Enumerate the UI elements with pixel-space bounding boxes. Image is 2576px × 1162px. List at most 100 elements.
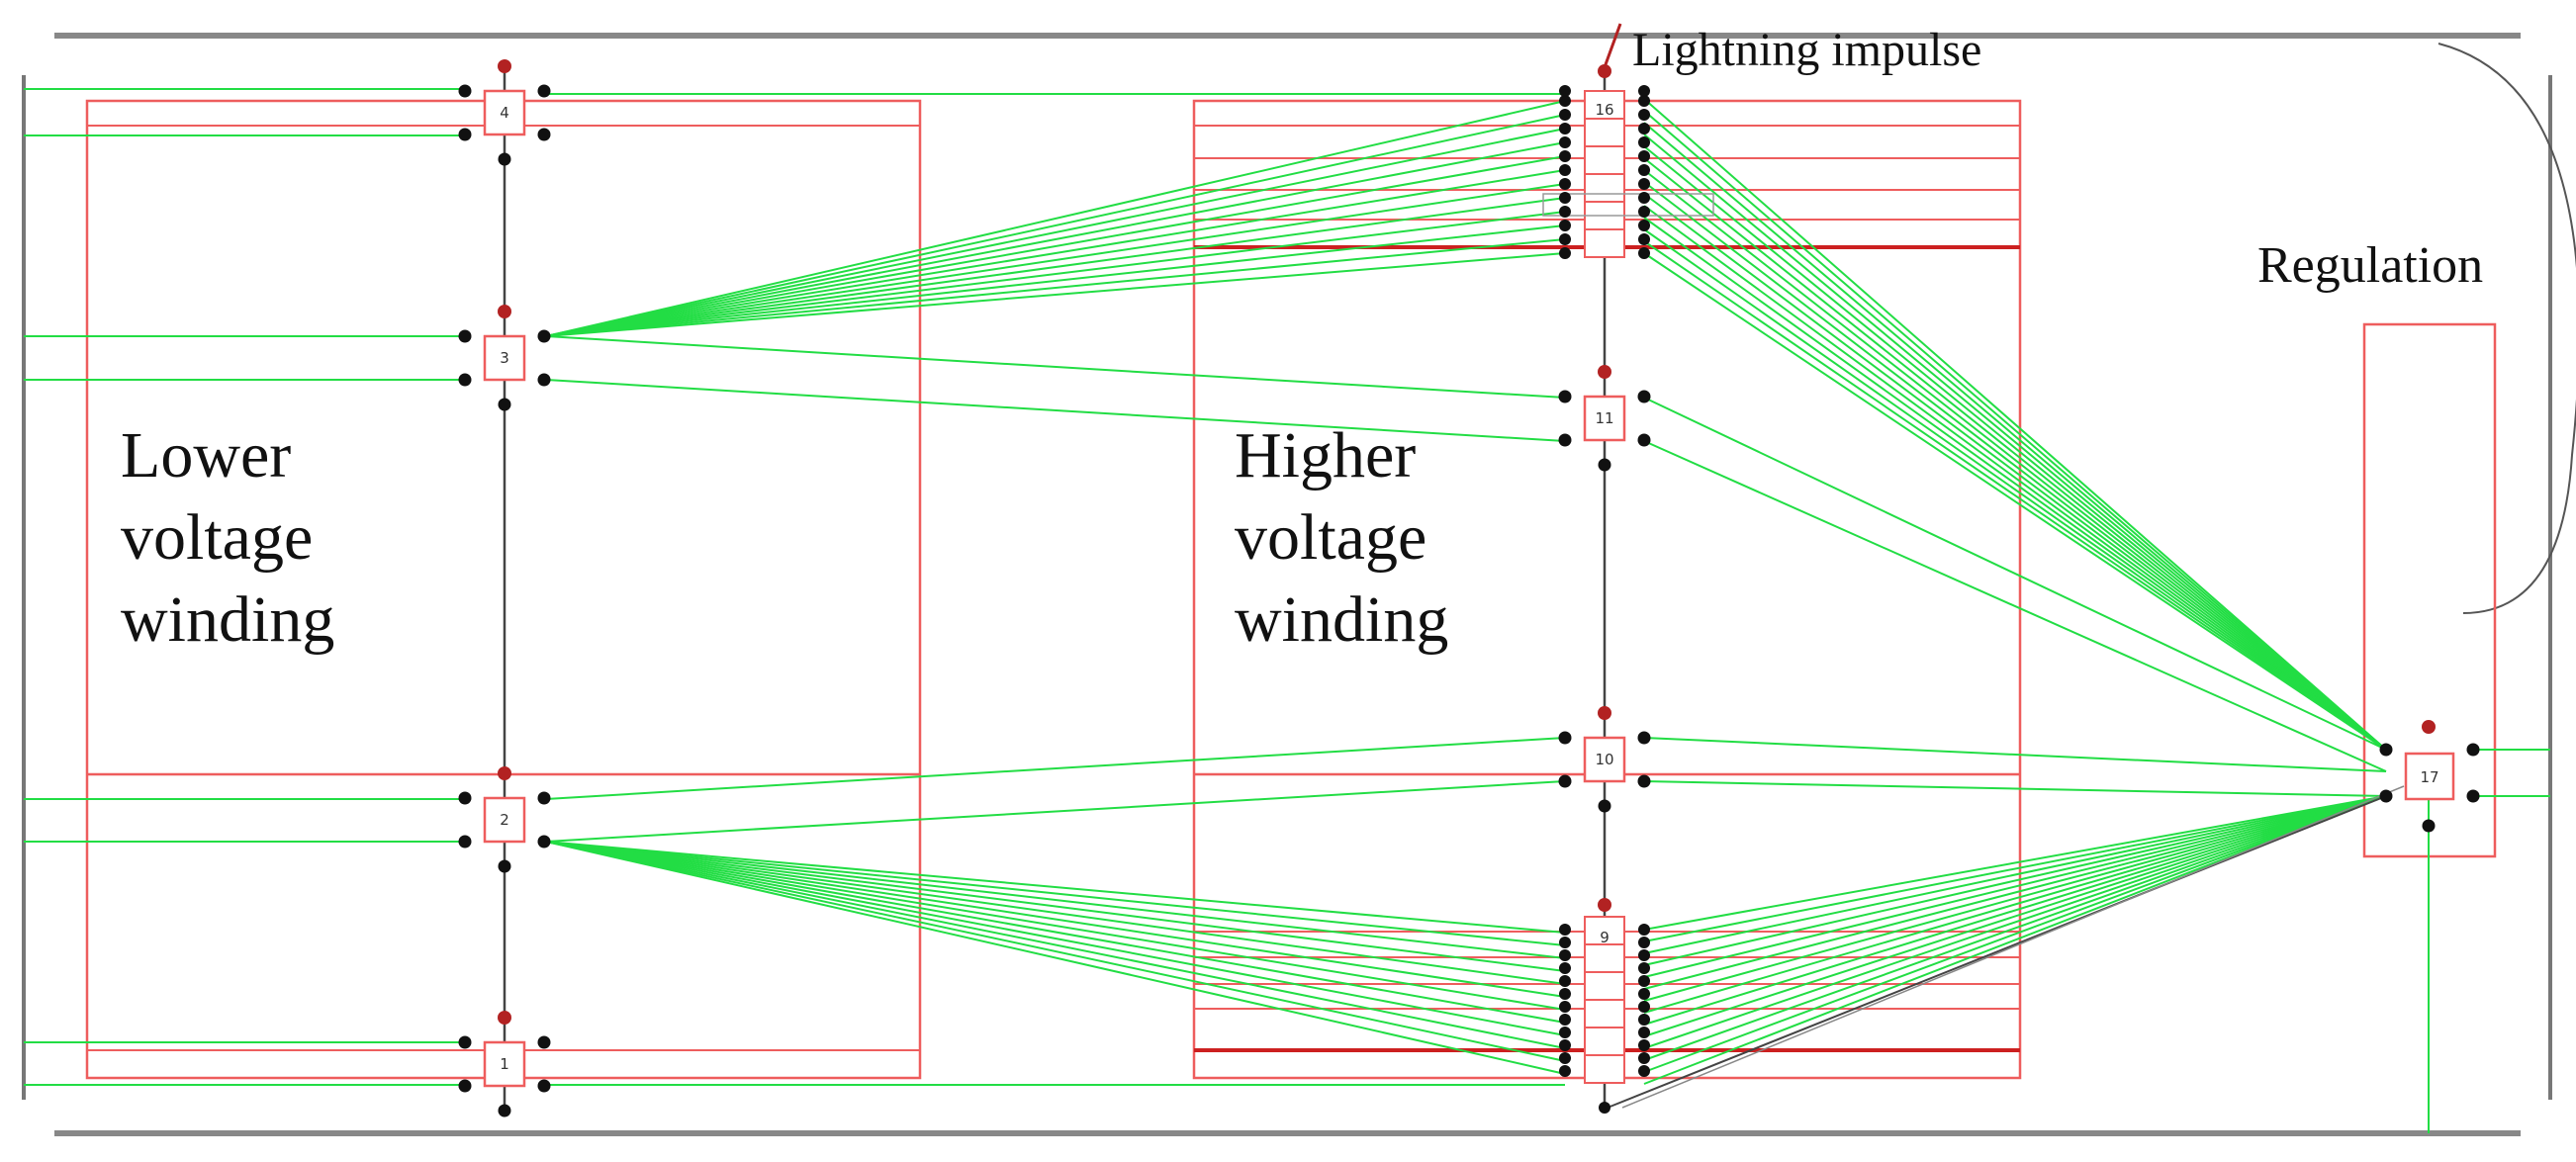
- lv3-to-hv11-a: [545, 335, 1566, 399]
- fan-hvtop-reg-2: [1643, 122, 2387, 751]
- hv-node-11: 11: [1558, 365, 1651, 472]
- lv-node-1-box: [483, 1040, 526, 1088]
- hv-bottom-disc-box-1: [1584, 943, 1625, 973]
- fan-lv3-7: [545, 197, 1566, 337]
- hv-bottom-left-terminal-7: [1559, 1014, 1571, 1026]
- reg-node-17: 17: [2379, 720, 2480, 833]
- lv-node-1: 1: [458, 1011, 551, 1117]
- fan-lv2-11: [545, 841, 1566, 1075]
- hv-bottom-disc-box-3: [1584, 999, 1625, 1028]
- fan-hvbot-reg-6: [1643, 795, 2387, 1002]
- fan-lv2-3: [545, 841, 1566, 972]
- capacitive-links: [24, 88, 2550, 1133]
- hv-top-right-terminal-5: [1638, 164, 1650, 176]
- hv-top-right-terminal-6: [1638, 178, 1650, 190]
- fan-hvbot-reg-3: [1643, 795, 2387, 966]
- hv-top-disc-box-1: [1584, 118, 1625, 147]
- hv-top-left-terminal-2: [1559, 123, 1571, 134]
- fan-lv2-1: [545, 841, 1566, 946]
- hv-bottom-left-terminal-3: [1559, 962, 1571, 974]
- lv3-to-hv11-b: [545, 379, 1566, 442]
- hv-bottom-right-terminal-11: [1638, 1065, 1650, 1077]
- hv-top-tap-box: [1542, 193, 1714, 217]
- fan-hvbot-reg-4: [1643, 795, 2387, 978]
- hv-node-11-terminal-2: [1558, 433, 1572, 447]
- hv11-to-reg-b: [1643, 440, 2387, 772]
- hv-top-extra-right: [1638, 85, 1650, 97]
- hv-top-left-terminal-11: [1559, 247, 1571, 259]
- fan-hvbot-reg-12: [1643, 795, 2387, 1073]
- lv2-to-hv10-b: [545, 780, 1566, 843]
- hv10-to-reg-a: [1643, 737, 2387, 772]
- lv-node-2-terminal-0: [458, 791, 472, 805]
- lower-label-line-3: winding: [121, 583, 334, 656]
- lv-node-1-terminal-4: [498, 1011, 511, 1025]
- hv-node-11-terminal-5: [1598, 458, 1611, 472]
- fan-lv2-5: [545, 841, 1566, 998]
- fan-lv2-7: [545, 841, 1566, 1024]
- hv-top-right-terminal-4: [1638, 150, 1650, 162]
- lv-node-1-terminal-1: [537, 1035, 551, 1049]
- hv-top-right-terminal-7: [1638, 192, 1650, 204]
- hv-top-right-terminal-11: [1638, 247, 1650, 259]
- fan-lv2-10: [545, 841, 1566, 1062]
- lv-node-4-terminal-4: [498, 59, 511, 73]
- lv-node-2-terminal-5: [498, 859, 511, 873]
- reg-node-17-terminal-1: [2379, 789, 2393, 803]
- lv-node-1-label: 1: [500, 1055, 509, 1073]
- fan-hvbot-reg-9: [1643, 795, 2387, 1037]
- hv-bottom-left-terminal-2: [1559, 949, 1571, 961]
- lv-node-3-terminal-5: [498, 398, 511, 411]
- hv-bottom-left-terminal-8: [1559, 1027, 1571, 1038]
- fan-hvbot-reg-11: [1643, 795, 2387, 1061]
- hv-top-right-terminal-0: [1638, 95, 1650, 107]
- reg-node-17-terminal-0: [2379, 743, 2393, 757]
- lv-node-4: 4: [458, 59, 551, 166]
- reg-node-17-red-terminal: [2422, 720, 2436, 734]
- hv-node-10-terminal-4: [1598, 706, 1611, 720]
- fan-hvbot-reg-1: [1643, 795, 2387, 942]
- fan-lv3-9: [545, 224, 1566, 337]
- regulation-label: Regulation: [2257, 237, 2483, 294]
- fan-lv2-9: [545, 841, 1566, 1049]
- fan-lv3-1: [545, 114, 1566, 337]
- fan-hvtop-reg-12: [1643, 240, 2387, 751]
- hv-node-11-terminal-1: [1637, 390, 1651, 403]
- hv-bottom-left-terminal-9: [1559, 1039, 1571, 1051]
- hv-top-node-stack: 16: [1542, 64, 1714, 259]
- lv-node-2-label: 2: [500, 811, 509, 829]
- fan-hvbot-reg-5: [1643, 795, 2387, 990]
- hv-node-10-label: 10: [1595, 751, 1613, 768]
- lower-label-line-2: voltage: [121, 501, 313, 574]
- hv-bottom-disc-box-4: [1584, 1027, 1625, 1056]
- hv-bottom-right-terminal-6: [1638, 1001, 1650, 1013]
- hv-node-11-label: 11: [1595, 409, 1613, 427]
- fan-hvbot-reg-8: [1643, 795, 2387, 1026]
- hv-node-10-terminal-0: [1558, 731, 1572, 745]
- lv-node-1-terminal-0: [458, 1035, 472, 1049]
- hv-top-left-terminal-7: [1559, 192, 1571, 204]
- fan-lv2-0: [545, 841, 1566, 934]
- fan-hvbot-reg-2: [1643, 795, 2387, 954]
- hv-bottom-left-terminal-1: [1559, 937, 1571, 948]
- impulse-lead: [1603, 23, 1622, 68]
- higher-label-line-3: winding: [1235, 583, 1448, 656]
- fan-lv2-6: [545, 841, 1566, 1011]
- lv-node-4-label: 4: [500, 104, 509, 122]
- fan-hvtop-reg-11: [1643, 228, 2387, 751]
- lv-node-1-terminal-3: [537, 1079, 551, 1093]
- fan-hvbot-reg-0: [1643, 795, 2387, 931]
- reg-node-17-label: 17: [2420, 768, 2438, 786]
- lv-node-3-box: [483, 334, 526, 382]
- lv-node-4-terminal-3: [537, 128, 551, 141]
- hv-node-11-terminal-0: [1558, 390, 1572, 403]
- fan-lv3-6: [545, 183, 1566, 337]
- hv-bottom-right-terminal-2: [1638, 949, 1650, 961]
- hv-node-10: 10: [1558, 706, 1651, 813]
- hv-top-disc-box-0: [1584, 90, 1625, 120]
- hv-node-11-box: [1583, 395, 1626, 442]
- return-arc: [2438, 43, 2576, 614]
- hv-bottom-right-terminal-0: [1638, 924, 1650, 936]
